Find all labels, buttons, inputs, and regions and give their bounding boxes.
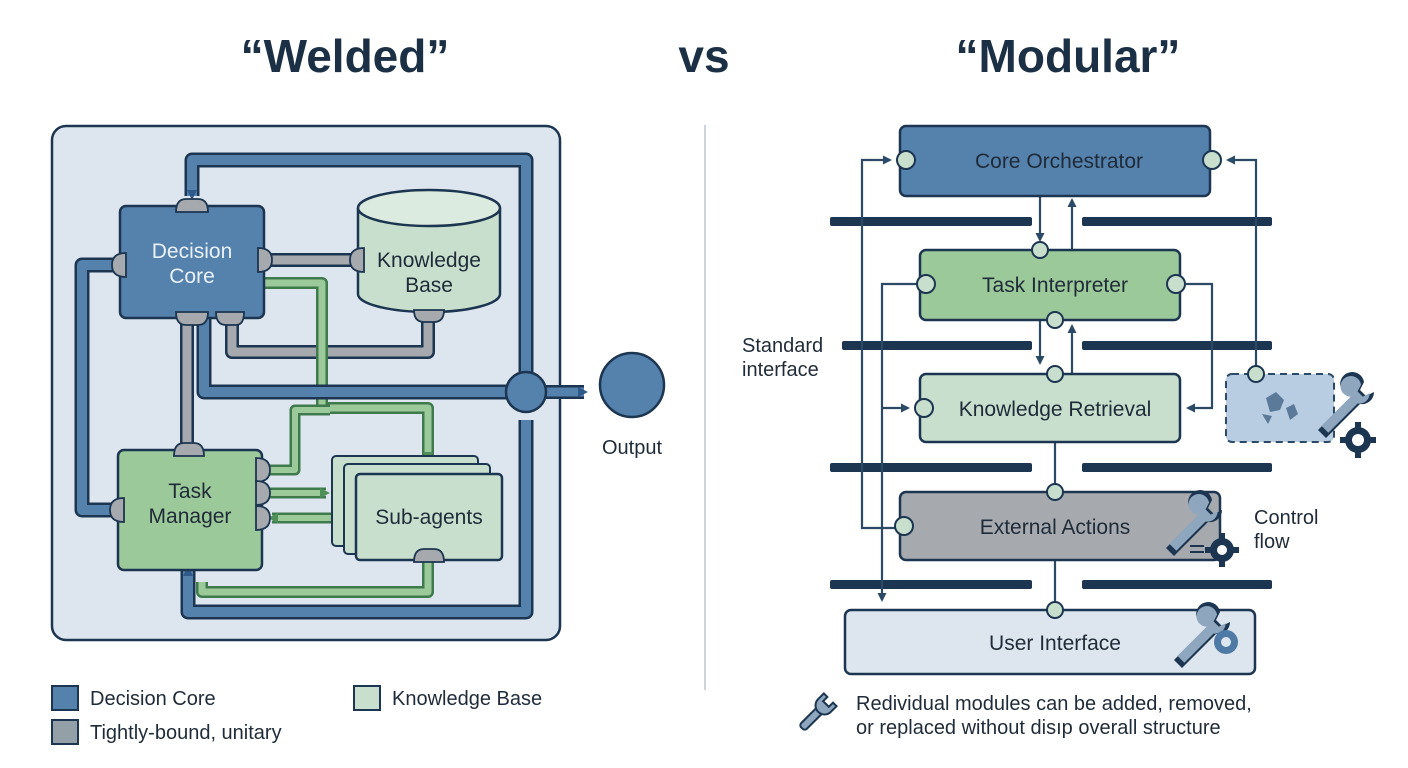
modular-panel: Core Orchestrator Task Interpreter Knowl…	[830, 124, 1376, 676]
interface-bars	[830, 217, 1272, 589]
legend-tightly-bound: Tightly-bound, unitary	[90, 722, 282, 744]
knowledge-base-label-2: Base	[405, 274, 453, 297]
core-orchestrator-label: Core Orchestrator	[975, 150, 1143, 173]
welded-title: “Welded”	[241, 30, 450, 82]
note-line-2: or replaced without disıp overall struct…	[856, 717, 1221, 739]
task-interpreter-label: Task Interpreter	[982, 274, 1128, 297]
task-interpreter-box[interactable]: Task Interpreter	[918, 248, 1182, 322]
sub-agents-label: Sub-agents	[375, 506, 482, 529]
legend-knowledge-base: Knowledge Base	[392, 688, 542, 710]
interface-ports	[894, 150, 1265, 619]
modular-title: “Modular”	[956, 30, 1181, 82]
task-manager-label-2: Manager	[149, 505, 232, 528]
output-node[interactable]	[598, 351, 666, 419]
wrench-icon	[799, 692, 838, 731]
knowledge-base-cylinder[interactable]: Knowledge Base	[356, 188, 502, 314]
task-manager-box[interactable]: Task Manager	[116, 448, 264, 572]
modular-note: Redividual modules can be added, removed…	[799, 692, 1252, 739]
knowledge-retrieval-label: Knowledge Retrieval	[959, 398, 1152, 421]
wrench-gear-icon	[1318, 372, 1376, 458]
output-junction-node	[504, 370, 548, 414]
wrench-gear-icon	[1174, 602, 1238, 668]
user-interface-box[interactable]: User Interface	[843, 608, 1257, 676]
puzzle-pieces-icon	[1262, 392, 1298, 424]
blue-pipes	[74, 152, 588, 620]
control-flow-label-1: Control	[1254, 507, 1318, 529]
decision-core-label-2: Core	[169, 265, 215, 288]
vs-title: vs	[678, 30, 729, 82]
note-line-1: Redividual modules can be added, removed…	[856, 693, 1252, 715]
user-interface-label: User Interface	[989, 632, 1121, 655]
legend-decision-core: Decision Core	[90, 688, 216, 710]
gray-pipes	[180, 253, 435, 448]
control-flow-lines	[860, 155, 1258, 614]
green-pipes	[196, 277, 434, 598]
legend-swatch-decision-core	[51, 685, 79, 711]
standard-interface-label-1: Standard	[742, 335, 823, 357]
output-label: Output	[602, 437, 662, 459]
control-flow-label-2: flow	[1254, 531, 1290, 553]
knowledge-retrieval-box[interactable]: Knowledge Retrieval	[918, 372, 1182, 444]
external-actions-label: External Actions	[980, 516, 1131, 539]
external-actions-box[interactable]: External Actions	[898, 490, 1222, 562]
decision-core-label-1: Decision	[152, 240, 233, 263]
weld-joints	[109, 198, 445, 563]
legend-swatch-knowledge-base	[353, 685, 381, 711]
legend-swatch-tightly-bound	[51, 719, 79, 745]
standard-interface-label-2: interface	[742, 359, 819, 381]
legend: Decision Core Tightly-bound, unitary Kno…	[51, 685, 542, 745]
wrench-gear-icon	[1166, 490, 1239, 567]
decision-core-box[interactable]: Decision Core	[118, 204, 266, 320]
welded-panel: Decision Core Knowledge Base Task Manage…	[50, 124, 588, 642]
sub-agents-stack[interactable]: Sub-agents	[331, 455, 504, 562]
knowledge-base-label-1: Knowledge	[377, 249, 481, 272]
swappable-module-slot[interactable]	[1225, 373, 1335, 443]
task-manager-label-1: Task	[168, 480, 212, 503]
core-orchestrator-box[interactable]: Core Orchestrator	[898, 124, 1212, 198]
